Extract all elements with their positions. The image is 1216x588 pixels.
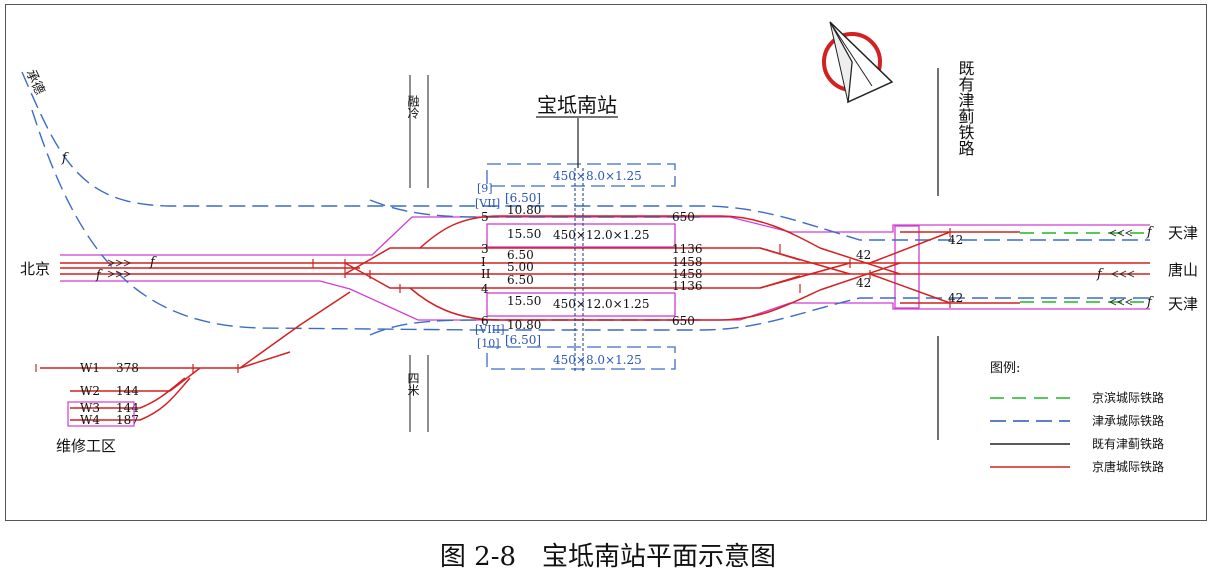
signal-icon: f [61, 151, 69, 166]
platform-inner-top: 450×12.0×1.25 [553, 228, 649, 242]
dest-right-mid: 唐山 [1168, 261, 1198, 279]
signal-icon: f [1146, 295, 1154, 310]
depot-track-name: W2 [80, 384, 100, 398]
track-number: 6 [481, 314, 489, 328]
blue-track-number: [VIII] [475, 323, 505, 336]
platform-labels: 450×8.0×1.25 450×12.0×1.25 450×12.0×1.25… [553, 169, 649, 367]
platform-inner-bottom: 450×12.0×1.25 [553, 297, 649, 311]
turnout-number: 42 [856, 276, 871, 290]
spacing: 10.80 [507, 203, 541, 217]
depot-track-name: W1 [80, 361, 100, 375]
jingtang-tracks [40, 215, 1150, 421]
blue-track-number: [10] [477, 337, 500, 350]
platform-outer-top: 450×8.0×1.25 [553, 169, 642, 183]
depot-track-length: 144 [116, 384, 139, 398]
track-number: II [481, 267, 491, 281]
road-label-top: 融冷 [406, 95, 420, 119]
road-edges [409, 75, 429, 432]
legend-label: 既有津蓟铁路 [1092, 436, 1164, 451]
arrow-marks [107, 229, 1135, 306]
legend-label: 京滨城际铁路 [1092, 390, 1164, 405]
station-boundary [60, 216, 1150, 321]
outer-platforms [486, 163, 676, 370]
platform-outer-bottom: 450×8.0×1.25 [553, 353, 642, 367]
blue-spacing: [6.50] [505, 333, 541, 347]
blue-spacing: [6.50] [505, 191, 541, 205]
length: 650 [672, 314, 695, 328]
depot-label: 维修工区 [56, 437, 116, 455]
signal-icon: f [149, 255, 157, 270]
length: 1136 [672, 279, 703, 293]
signal-marks: f f f f f f [61, 151, 1154, 310]
spacing: 5.00 [507, 260, 534, 274]
depot-track-labels: W1 378 W2 144 W3 144 W4 187 [80, 361, 139, 427]
length: 650 [672, 210, 695, 224]
spacing: 10.80 [507, 318, 541, 332]
figure-caption: 图 2-8 宝坻南站平面示意图 [439, 542, 777, 572]
track-spacings: 10.80 15.50 6.50 5.00 6.50 15.50 10.80 [… [505, 191, 541, 347]
track-number: I [481, 255, 486, 269]
length: 1458 [672, 267, 703, 281]
legend-label: 京唐城际铁路 [1092, 459, 1164, 474]
track-number: 5 [481, 210, 489, 224]
signal-icon: f [1096, 267, 1104, 282]
signal-icon: f [1146, 225, 1154, 240]
depot-track-name: W4 [80, 413, 100, 427]
jincheng-lines [21, 71, 1150, 336]
station-center-axis [574, 168, 584, 372]
spacing: 15.50 [507, 227, 541, 241]
dest-left: 北京 [20, 260, 50, 278]
station-plan: 宝坻南站 北京 天津 唐山 天津 承德 既有津蓟铁路 融冷 四米 维修工区 W1… [20, 21, 1198, 474]
track-lengths: 650 1136 1458 1458 1136 650 [672, 210, 703, 328]
signal-icon: f [95, 268, 103, 283]
spacing: 6.50 [507, 248, 534, 262]
turnout-numbers: 42 42 42 42 [856, 233, 963, 305]
jingbin-lines [1020, 232, 1150, 303]
turnout-number: 42 [948, 291, 963, 305]
track-number: 3 [481, 242, 489, 256]
compass-icon [822, 21, 894, 104]
length: 1458 [672, 255, 703, 269]
turnout-number: 42 [948, 233, 963, 247]
turnout-number: 42 [856, 248, 871, 262]
track-number: 4 [481, 282, 489, 296]
spacing: 15.50 [507, 294, 541, 308]
blue-track-number: [9] [477, 182, 493, 195]
spacing: 6.50 [507, 273, 534, 287]
dest-right-top: 天津 [1168, 224, 1198, 242]
track-numbers: 5 3 I II 4 6 [481, 210, 491, 328]
road-label-bottom: 四米 [406, 372, 420, 396]
legend-title: 图例: [990, 361, 1020, 376]
station-title: 宝坻南站 [537, 93, 617, 117]
legend-label: 津承城际铁路 [1092, 413, 1164, 428]
length: 1136 [672, 242, 703, 256]
depot-track-name: W3 [80, 401, 100, 415]
existing-line-label: 既有津蓟铁路 [956, 60, 975, 156]
depot-track-length: 378 [116, 361, 139, 375]
depot-track-length: 187 [116, 413, 139, 427]
blue-track-numbers: [9] [VII] [VIII] [10] [475, 182, 505, 350]
depot-box [67, 401, 135, 427]
legend: 图例: 京滨城际铁路 津承城际铁路 既有津蓟铁路 京唐城际铁路 [990, 361, 1164, 474]
turnout-marks [35, 228, 951, 373]
dest-right-bottom: 天津 [1168, 295, 1198, 313]
blue-track-number: [VII] [475, 197, 500, 210]
drawing-frame [5, 4, 1207, 521]
